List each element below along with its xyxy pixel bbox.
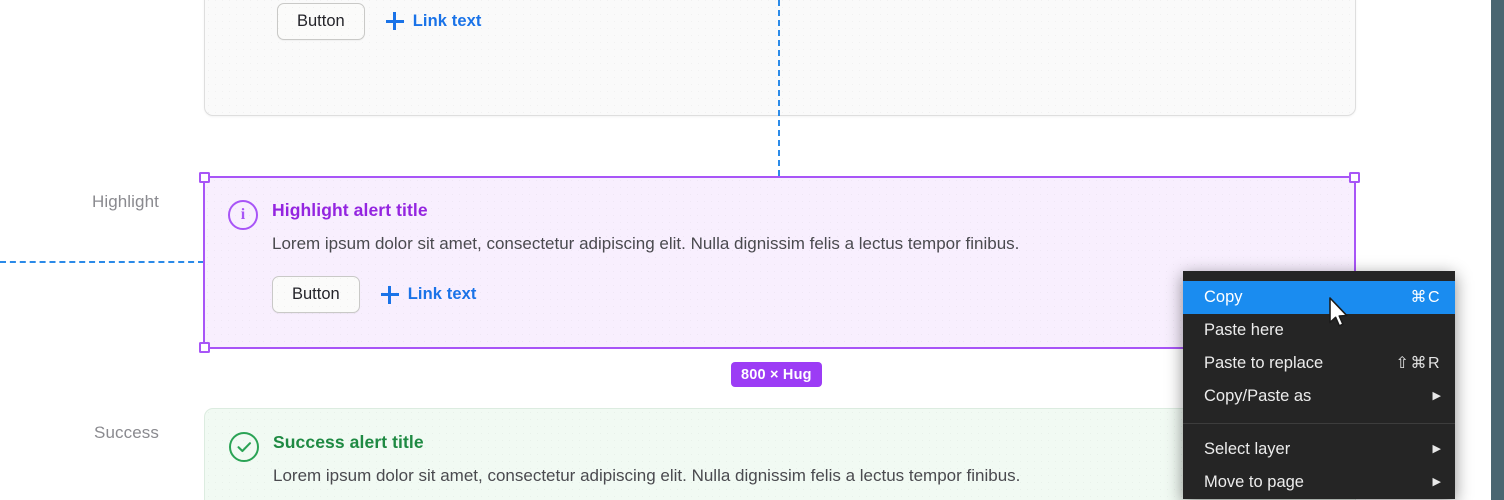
alert-default-actions: Button Link text: [277, 2, 1331, 40]
alert-highlight-body: Highlight alert title Lorem ipsum dolor …: [272, 199, 1332, 314]
chevron-right-icon: ▶: [1432, 390, 1441, 402]
chevron-right-icon: ▶: [1432, 476, 1441, 488]
horizontal-measure-guide: [0, 261, 204, 263]
context-menu-item-paste-to-replace[interactable]: Paste to replace ⇧⌘R: [1183, 347, 1455, 380]
context-menu-item-select-layer-label: Select layer: [1204, 440, 1291, 458]
alert-highlight-actions: Button Link text: [272, 276, 1332, 314]
context-menu-item-copy-paste-as-label: Copy/Paste as: [1204, 387, 1312, 405]
alert-success-title: Success alert title: [273, 432, 424, 452]
context-menu-item-move-to-page-label: Move to page: [1204, 473, 1304, 491]
alert-default-body: Lorem ipsum dolor sit amet, consectetur …: [277, 0, 1331, 40]
context-menu-separator: [1183, 423, 1455, 424]
plus-icon: [385, 12, 404, 31]
check-circle-icon: [229, 432, 259, 462]
alert-highlight-button[interactable]: Button: [272, 276, 360, 314]
context-menu-item-copy[interactable]: Copy ⌘C: [1183, 281, 1455, 314]
context-menu-item-move-to-page[interactable]: Move to page ▶: [1183, 466, 1455, 499]
row-label-highlight: Highlight: [91, 192, 159, 211]
alert-highlight-link-label: Link text: [407, 285, 477, 304]
mouse-cursor: [1329, 297, 1348, 327]
alert-success-text: Lorem ipsum dolor sit amet, consectetur …: [273, 465, 1021, 485]
alert-default-button[interactable]: Button: [277, 2, 365, 40]
vertical-measure-guide: [778, 0, 780, 176]
alert-default-link-label: Link text: [412, 11, 482, 30]
info-circle-icon: i: [228, 200, 258, 230]
alert-success-body: Success alert title Lorem ipsum dolor si…: [273, 431, 1331, 488]
context-menu-item-select-layer[interactable]: Select layer ▶: [1183, 433, 1455, 466]
alert-highlight-text: Lorem ipsum dolor sit amet, consectetur …: [272, 233, 1020, 253]
context-menu-item-copy-paste-as[interactable]: Copy/Paste as ▶: [1183, 380, 1455, 413]
chevron-right-icon: ▶: [1432, 443, 1441, 455]
context-menu-item-paste-to-replace-shortcut: ⇧⌘R: [1395, 355, 1441, 372]
context-menu-item-copy-shortcut: ⌘C: [1410, 289, 1441, 306]
alert-highlight-link[interactable]: Link text: [380, 285, 477, 304]
context-menu-item-paste-here[interactable]: Paste here: [1183, 314, 1455, 347]
checkmark-glyph: [237, 442, 252, 453]
window-edge-strip: [1491, 0, 1504, 500]
alert-highlight-title: Highlight alert title: [272, 200, 428, 220]
alert-default-link[interactable]: Link text: [385, 11, 482, 31]
context-menu-item-copy-label: Copy: [1204, 288, 1243, 306]
size-badge: 800 × Hug: [731, 362, 822, 387]
context-menu-item-paste-to-replace-label: Paste to replace: [1204, 354, 1324, 372]
context-menu[interactable]: Copy ⌘C Paste here Paste to replace ⇧⌘R …: [1183, 271, 1455, 499]
alert-card-default[interactable]: Lorem ipsum dolor sit amet, consectetur …: [204, 0, 1356, 116]
context-menu-item-paste-here-label: Paste here: [1204, 321, 1284, 339]
plus-icon: [380, 285, 399, 304]
row-label-success: Success: [94, 423, 159, 442]
